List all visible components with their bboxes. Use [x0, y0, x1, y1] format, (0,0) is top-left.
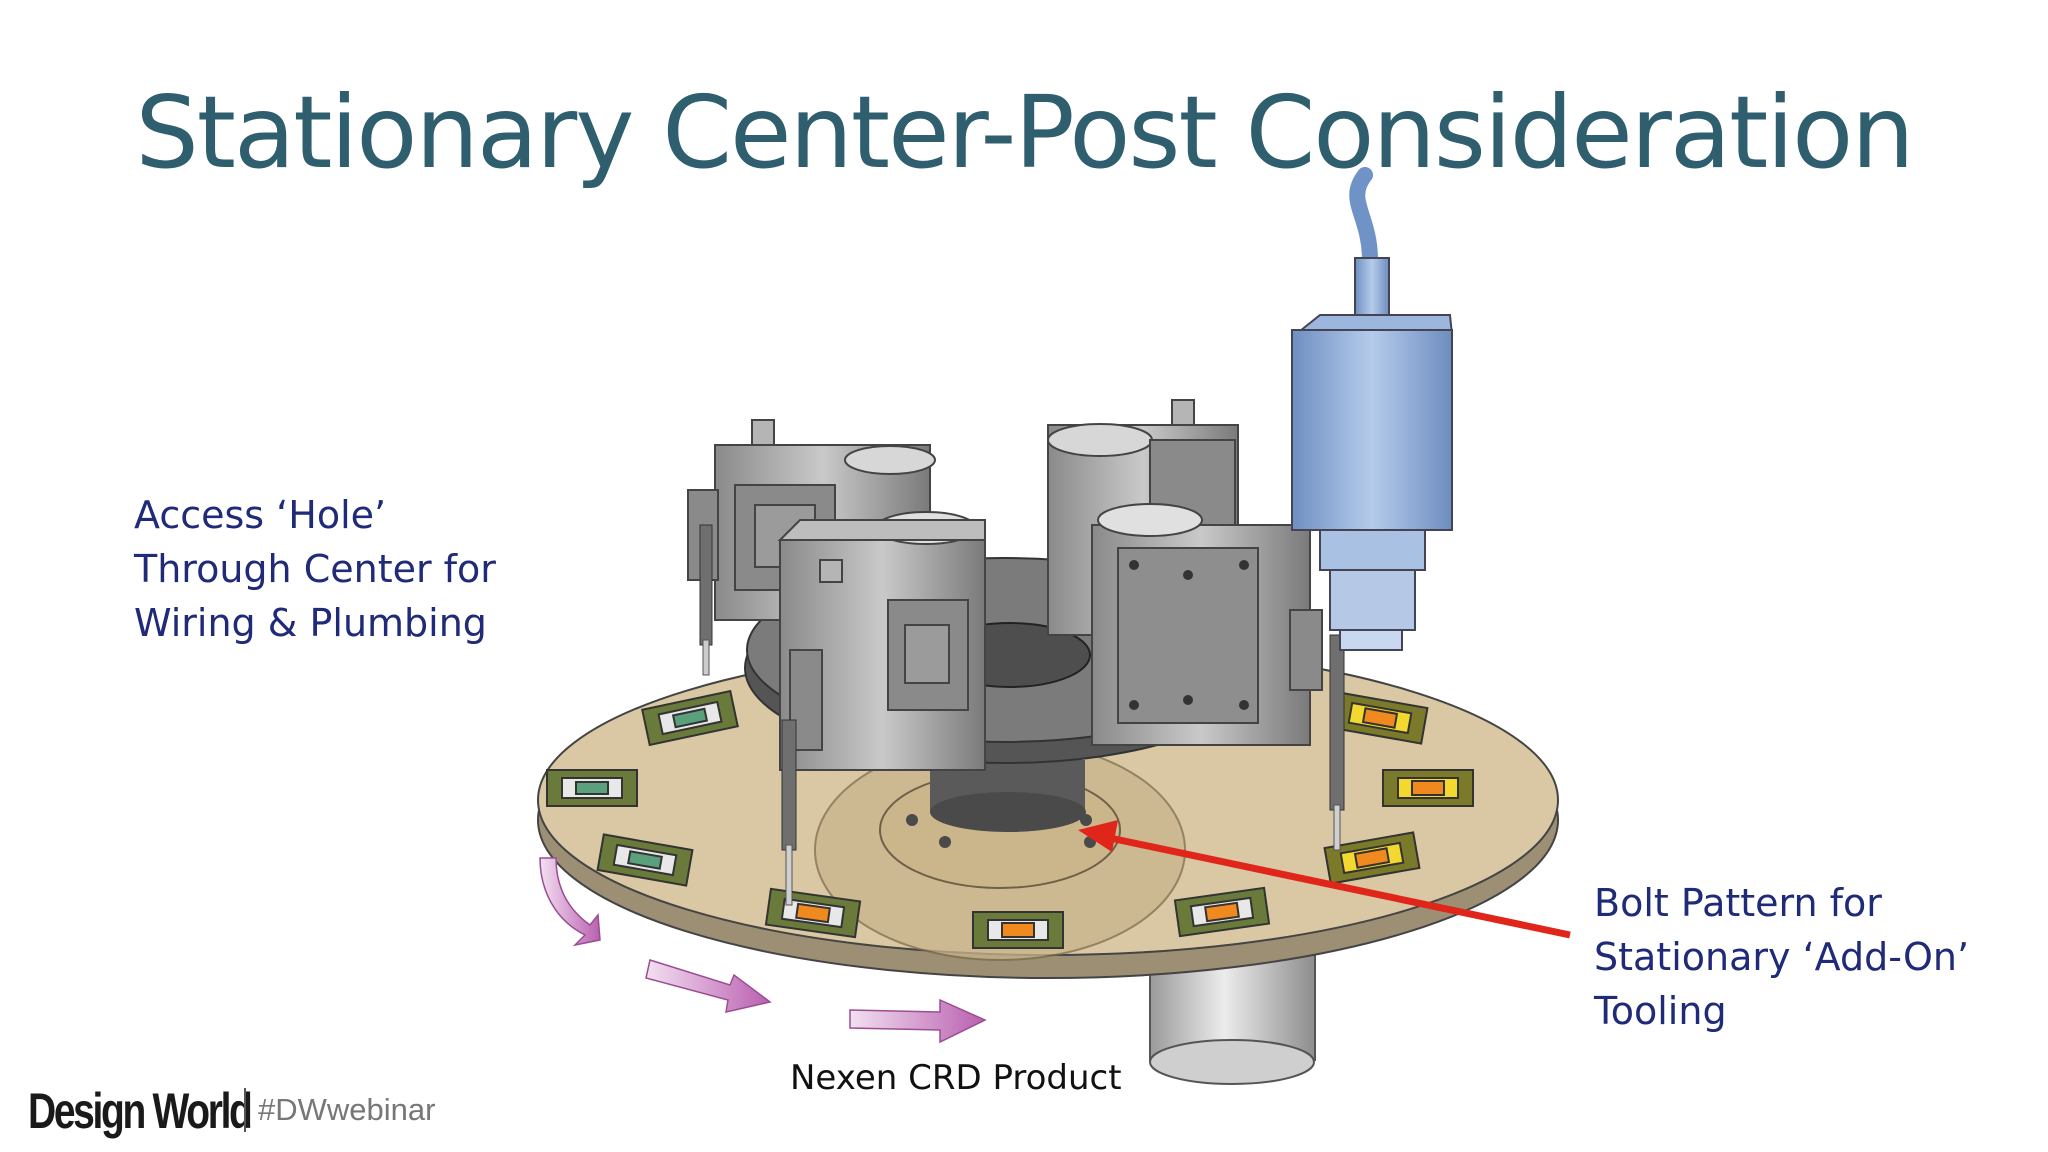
callout-line: Through Center for: [134, 547, 496, 591]
part-fixtures: [546, 689, 1474, 949]
callout-line: Stationary ‘Add-On’: [1594, 935, 1970, 979]
slide-title: Stationary Center-Post Consideration: [135, 74, 1914, 191]
callout-bolt-pattern: Bolt Pattern for Stationary ‘Add-On’ Too…: [1594, 876, 1969, 1038]
product-caption: Nexen CRD Product: [790, 1058, 1122, 1098]
footer-hashtag: #DWwebinar: [258, 1092, 436, 1127]
callout-line: Bolt Pattern for: [1594, 881, 1882, 925]
footer-divider: [244, 1088, 246, 1132]
annotation-arrow-icon: [1078, 820, 1571, 939]
callout-line: Access ‘Hole’: [134, 493, 387, 537]
rotation-arrow-icon: [539, 857, 987, 1044]
callout-line: Wiring & Plumbing: [134, 601, 487, 645]
camera-icon: [1291, 167, 1454, 651]
callout-access-hole: Access ‘Hole’ Through Center for Wiring …: [134, 488, 496, 650]
dispenser-head-front-right: [1091, 503, 1345, 851]
callout-line: Tooling: [1594, 989, 1727, 1033]
design-world-logo: Design World: [28, 1083, 253, 1139]
dispenser-head-front-left: [777, 511, 986, 906]
